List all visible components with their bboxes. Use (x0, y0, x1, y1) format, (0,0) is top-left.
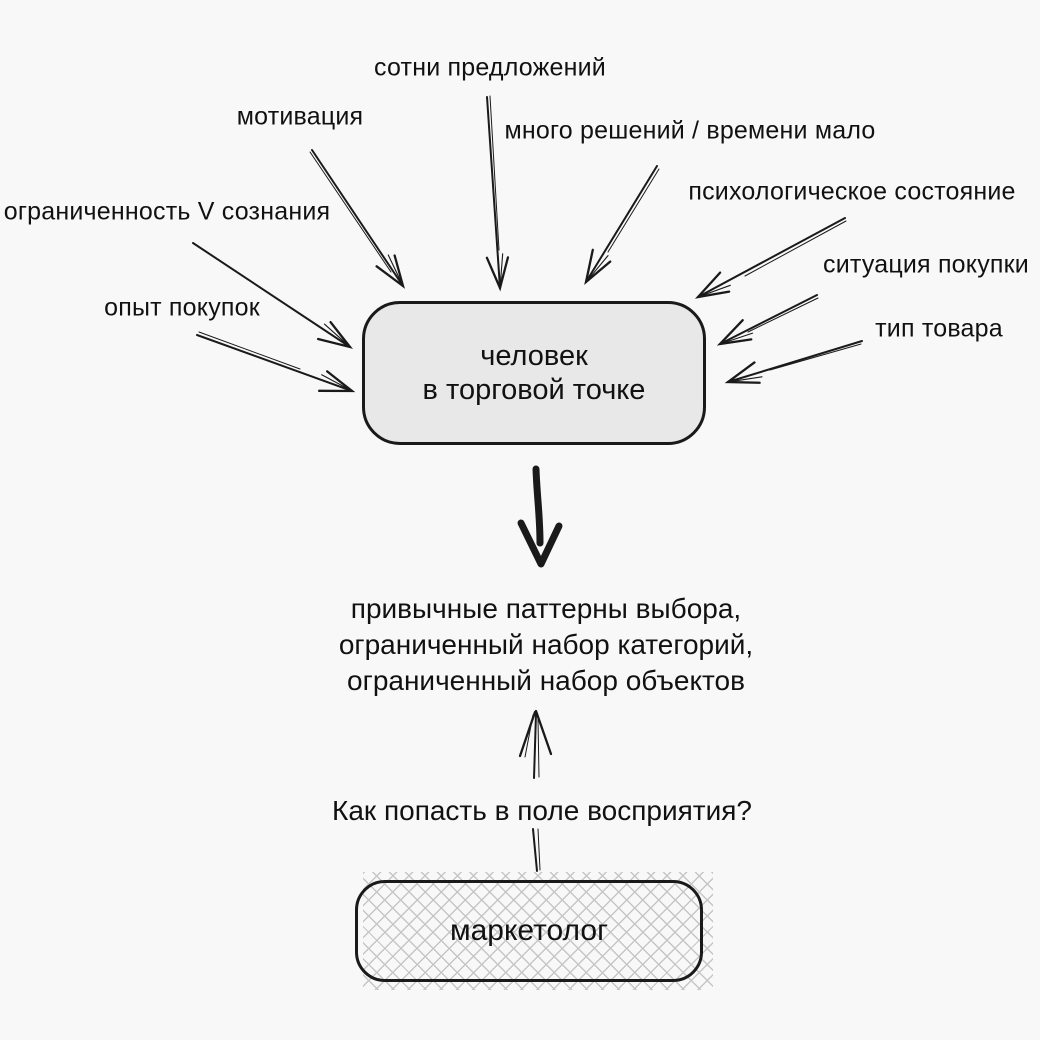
arrow-from-motivation (309, 149, 405, 289)
arrow-from-purchase-situation (716, 294, 819, 346)
factor-label-product-type: тип товара (875, 314, 1003, 343)
actor-box-border: маркетолог (355, 880, 703, 982)
arrow-from-hundreds-of-offers (485, 95, 510, 292)
arrow-from-purchase-experience (196, 331, 356, 393)
actor-box-marketer: маркетолог (355, 872, 715, 992)
connector-line (532, 828, 541, 872)
arrow-up (518, 709, 553, 779)
factor-label-purchase-experience: опыт покупок (104, 293, 260, 322)
factor-label-many-decisions: много решений / времени мало (504, 116, 876, 145)
arrow-from-product-type (724, 340, 863, 384)
arrow-from-psychological-state (694, 217, 847, 299)
actor-box-label: маркетолог (449, 914, 609, 947)
crosshatch-pattern (363, 872, 713, 990)
factor-label-purchase-situation: ситуация покупки (823, 250, 1029, 279)
arrow-from-limited-consciousness (192, 242, 353, 349)
factor-label-motivation: мотивация (236, 102, 364, 131)
arrow-from-many-decisions (584, 165, 660, 286)
central-box-person-at-pos: человек в торговой точке (362, 301, 706, 445)
factor-label-limited-consciousness: ограниченность V сознания (3, 197, 331, 226)
question-text: Как попасть в поле восприятия? (332, 795, 752, 826)
factor-label-hundreds-of-offers: сотни предложений (374, 53, 606, 82)
central-box-label: человек в торговой точке (422, 340, 646, 406)
outcome-text: привычные паттерны выбора, ограниченный … (338, 593, 754, 696)
factor-label-psychological-state: психологическое состояние (688, 177, 1016, 206)
arrow-down-big (517, 465, 563, 568)
